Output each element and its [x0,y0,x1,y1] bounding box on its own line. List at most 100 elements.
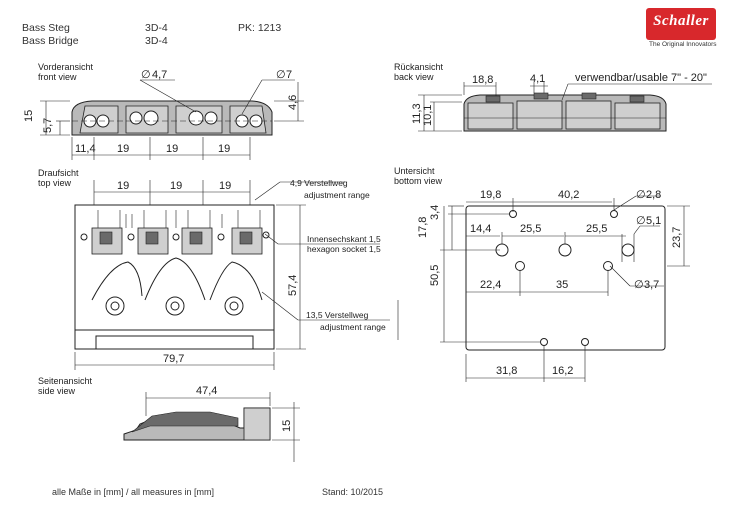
side-title-de: Seitenansicht [38,376,93,386]
side-title-en: side view [38,386,76,396]
top-note-hex-de: Innensechskant 1,5 [307,234,381,244]
model-code-1: 3D-4 [145,22,168,34]
back-view-title: Rückansicht back view [394,62,444,82]
back-dimension-lines [418,82,712,132]
bottom-title-de: Untersicht [394,166,435,176]
top-mount-hole-1-inner [110,301,120,311]
back-dim-h2: 10,1 [422,105,434,126]
front-dimension-lines [40,79,304,160]
front-dim-spacing-2: 19 [166,143,178,155]
brand-name: Schaller [653,13,709,29]
top-annotations: 4,9 Verstellweg adjustment range Innense… [290,178,386,332]
top-hex-socket-4 [217,233,225,241]
bottom-dim-b: 40,2 [558,189,579,201]
top-string-pins [97,210,261,228]
bottom-dim-f: 25,5 [520,223,541,235]
side-view: Seitenansicht side view 47,4 15 [38,376,300,462]
bottom-dim-a: 19,8 [480,189,501,201]
top-saddle-screw-1 [99,231,113,245]
back-view: Rückansicht back view [394,62,712,132]
model-name-en: Bass Bridge [22,35,79,47]
bottom-dim-dia1-symbol: ∅ [636,189,646,201]
top-dim-depth: 57,4 [287,275,299,296]
front-dim-screw-symbol: ∅ [276,69,286,81]
back-dim-h1: 11,3 [411,103,423,124]
top-dimension-lines [74,180,399,370]
front-dim-spacing-1: 19 [117,143,129,155]
back-title-de: Rückansicht [394,62,444,72]
back-saddle-3 [565,100,612,130]
bottom-dimension-lines [440,195,690,382]
bottom-dim-dia3: 3,7 [644,279,659,291]
bottom-hole-2 [558,243,572,257]
bottom-dim-h: 23,7 [671,227,683,248]
top-title-en: top view [38,178,72,188]
top-saddle-arch-3 [209,261,263,301]
back-saddle-4 [614,102,661,130]
top-view-title: Draufsicht top view [38,168,79,188]
top-hex-socket-1 [80,233,88,241]
back-string-slot-4 [629,95,645,103]
front-dim-h2: 5,7 [42,118,54,133]
top-saddle-screw-4 [239,231,253,245]
front-dim-screw-dia: 7 [286,69,292,81]
back-string-slot-2 [533,92,549,100]
bottom-hole-4 [515,261,525,271]
back-saddle-2 [516,100,563,130]
bottom-title-en: bottom view [394,176,443,186]
bottom-dim-m: 16,2 [552,365,573,377]
front-view-title: Vorderansicht front view [38,62,94,82]
top-dimension-values: 19 19 19 57,4 79,7 [117,180,299,365]
top-saddle-screw-3 [189,231,203,245]
bottom-dim-j: 22,4 [480,279,501,291]
top-saddle-arch-1 [91,261,143,301]
bottom-dim-e: 14,4 [470,223,491,235]
side-dimension-lines [145,392,300,462]
front-screw-4 [143,110,159,126]
bottom-dim-c: 3,4 [429,205,441,220]
bottom-dim-i: 50,5 [429,265,441,286]
back-saddle-1 [467,102,514,130]
top-title-de: Draufsicht [38,168,79,178]
bottom-hole-small-2 [610,210,618,218]
side-view-title: Seitenansicht side view [38,376,93,396]
back-dimension-values: 18,8 4,1 verwendbar/usable 7" - 20" 11,3… [411,72,707,126]
bottom-hole-6 [540,338,548,346]
model-code-2: 3D-4 [145,35,168,47]
top-bridge-outline [74,204,275,350]
front-dim-height: 15 [23,110,35,122]
bottom-dim-d: 17,8 [417,217,429,238]
side-dim-height: 15 [281,420,293,432]
bottom-dim-dia3-symbol: ∅ [634,279,644,291]
top-note-hex-en: hexagon socket 1,5 [307,244,381,254]
bottom-dim-l: 31,8 [496,365,517,377]
side-dim-length: 47,4 [196,385,217,397]
top-view: Draufsicht top view [38,168,399,370]
top-hex-socket-3 [172,233,180,241]
top-dim-spacing-2: 19 [170,180,182,192]
back-dim-w2: 4,1 [530,73,545,85]
footer-date: Stand: 10/2015 [322,487,384,497]
footer-units: alle Maße in [mm] / all measures in [mm] [52,487,215,497]
bottom-view: Untersicht bottom view [394,166,690,382]
front-title-en: front view [38,72,77,82]
top-front-lip [95,335,254,350]
front-dim-hole-dia: 4,7 [152,69,167,81]
top-dim-width: 79,7 [163,353,184,365]
bottom-dim-k: 35 [556,279,568,291]
part-key: PK: 1213 [238,22,282,34]
bottom-dimension-values: 19,8 40,2 ∅ 2,8 3,4 17,8 14,4 25,5 25,5 … [417,189,683,377]
top-saddles [91,227,263,255]
bottom-dim-g: 25,5 [586,223,607,235]
bottom-dim-dia2: 5,1 [646,215,661,227]
front-screw-5 [188,110,204,126]
top-note-adjust-2-de: 13,5 Verstellweg [306,310,369,320]
side-back-wall [243,407,271,441]
top-note-adjust-2-en: adjustment range [320,322,386,332]
bottom-hole-7 [581,338,589,346]
top-mount-hole-3-inner [229,301,239,311]
top-dim-spacing-1: 19 [117,180,129,192]
front-dim-offset: 11,4 [75,143,96,155]
front-screw-6 [204,111,218,125]
